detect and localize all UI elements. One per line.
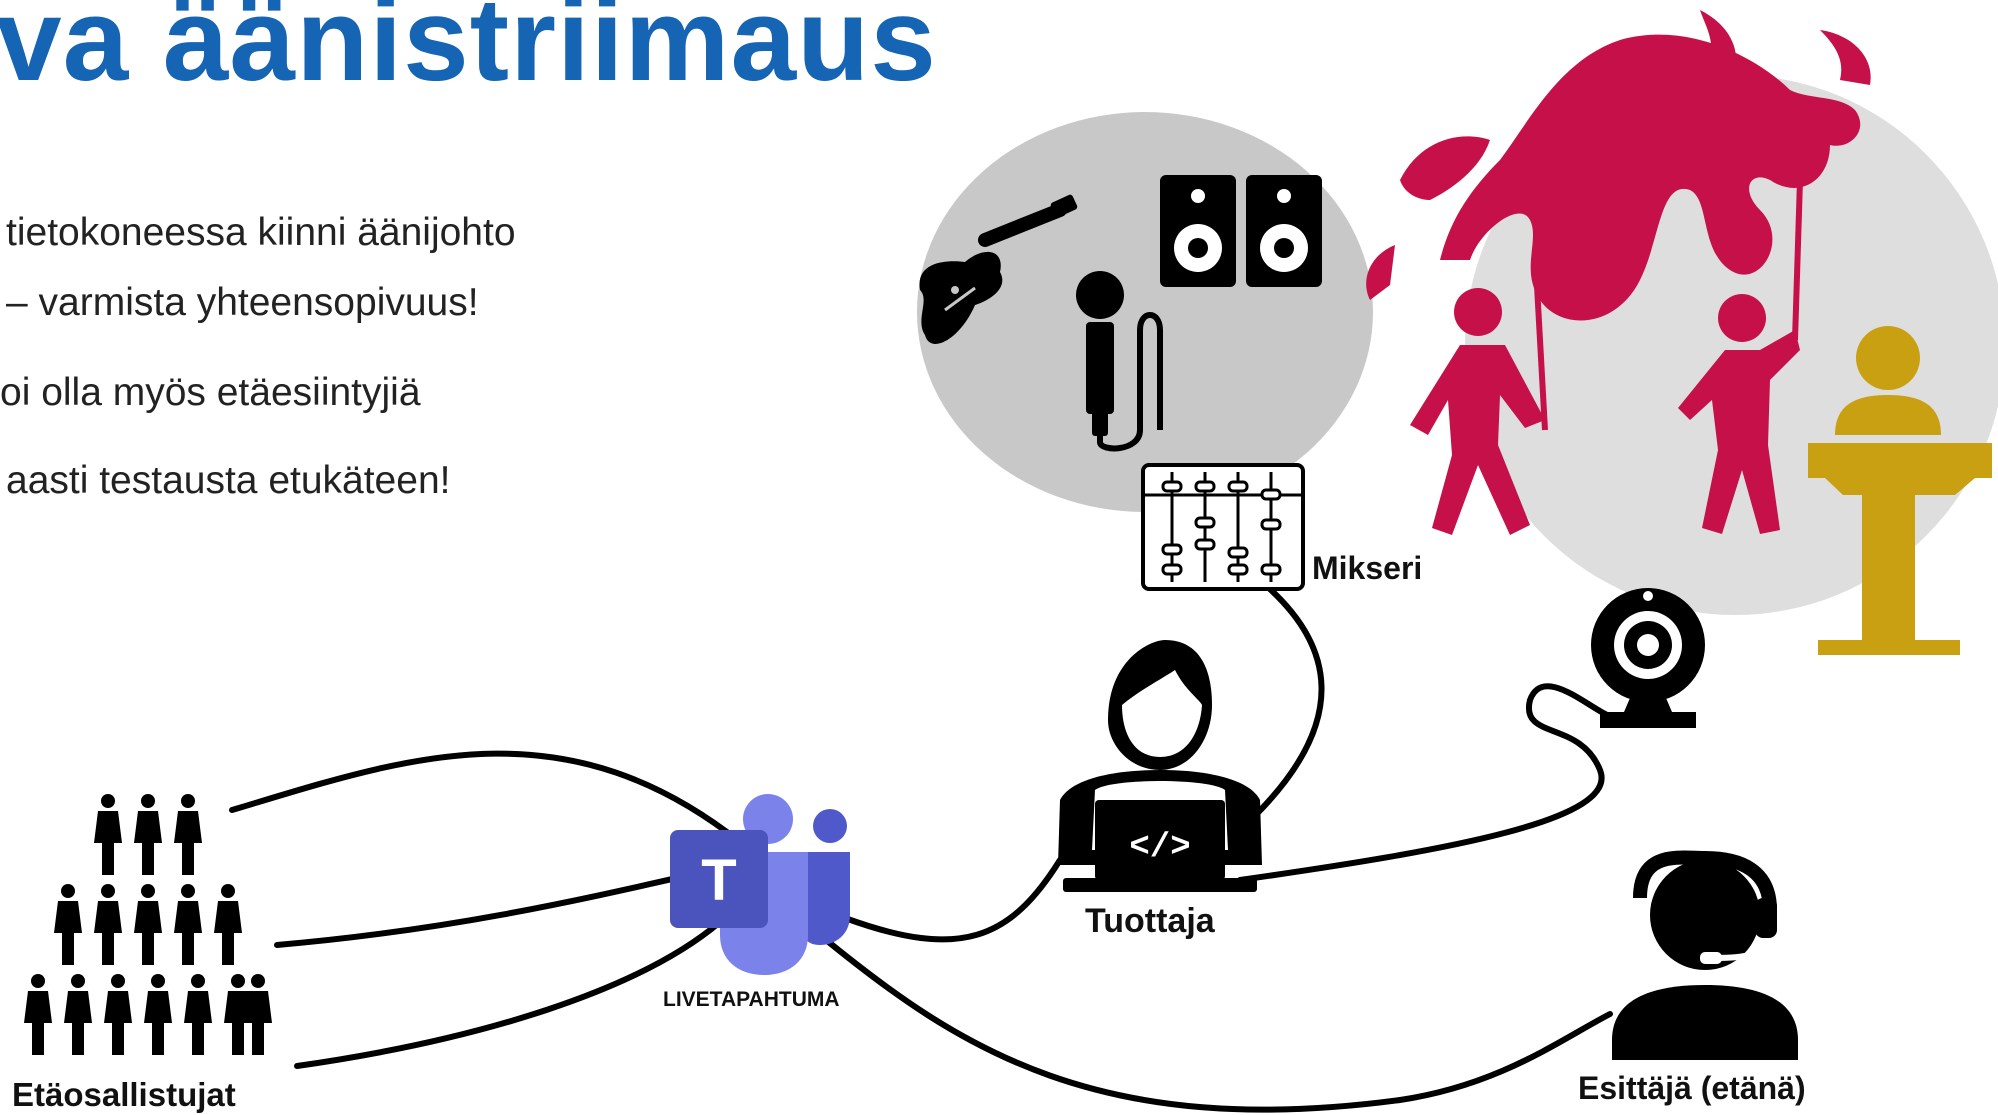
microphone-icon [1076,271,1163,452]
audience-row-1 [94,794,202,875]
mixer-cable [1237,579,1325,833]
bullet-1-cont: – varmista yhteensopivuus! [6,281,479,324]
presenter-cable [817,932,1613,1113]
webcam-icon [1591,588,1705,728]
producer-label: Tuottaja [1085,902,1215,940]
audience-cable-mid [274,872,693,948]
audience-row-2 [54,884,242,965]
webcam-cable [1237,683,1621,883]
producer-icon [1058,640,1262,892]
audience-cable-bottom [294,919,723,1069]
audience-row-3 [24,974,272,1055]
teams-letter: T [701,848,736,913]
code-icon: </> [1129,829,1190,867]
producer-cable [842,857,1063,943]
remote-audience-label: Etäosallistujat [12,1076,236,1113]
bullet-1: tietokoneessa kiinni äänijohto [6,211,516,254]
podium-speaker-icon [1808,326,1992,655]
venue-audio-circle [917,112,1373,512]
bullet-2: oi olla myös etäesiintyjiä [0,371,421,414]
remote-presenter-label: Esittäjä (etänä) [1578,1070,1806,1106]
remote-audience-icon [24,794,272,1055]
mixer-icon [1141,463,1305,591]
remote-presenter-icon [1612,850,1798,1060]
mixer-label: Mikseri [1312,550,1423,586]
speakers-icon [1160,175,1322,287]
teams-live-event-label: LIVETAPAHTUMA [663,988,840,1011]
slide-title: va äänistriimaus [0,0,937,106]
bullet-3: aasti testausta etukäteen! [6,459,451,502]
teams-logo-icon [670,794,850,975]
dragon-dance-icon [1366,10,1871,535]
guitar-icon [919,194,1078,344]
cables [229,579,1621,1113]
audience-cable-top [229,750,743,845]
